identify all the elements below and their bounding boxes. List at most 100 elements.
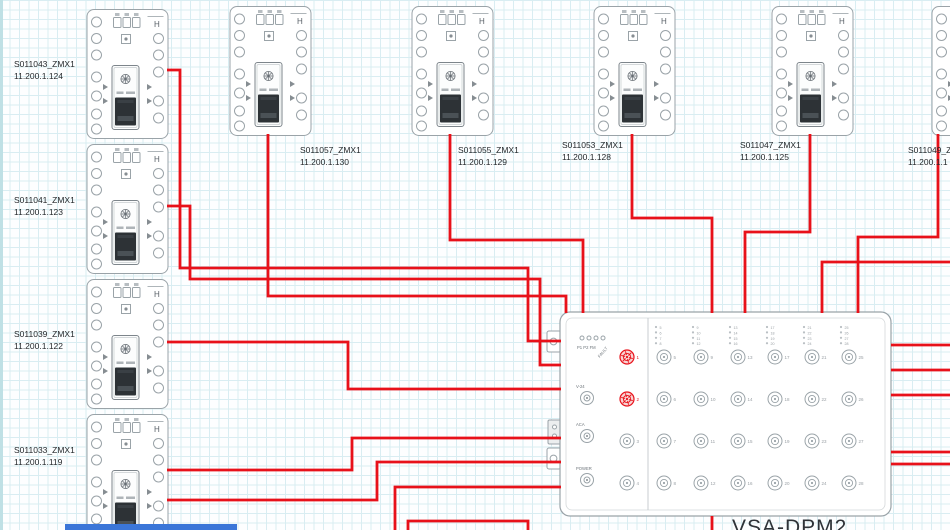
- port-28: 28: [841, 475, 864, 491]
- port-23: 23: [804, 433, 828, 449]
- port-26: 26: [841, 391, 865, 407]
- port-number: 3: [637, 439, 640, 444]
- device-name: S011043_ZMX1: [14, 59, 75, 69]
- device-ip: 11.200.1.1: [908, 157, 948, 167]
- port-11: 11: [693, 433, 716, 449]
- port-10: 10: [693, 391, 716, 407]
- device-ip: 11.200.1.125: [740, 152, 789, 162]
- cable-s011033-a: [167, 436, 561, 472]
- channel-dot: [765, 336, 769, 339]
- channel-number: 8: [660, 342, 662, 346]
- channel-dot: [765, 342, 769, 345]
- port-18: 18: [767, 391, 790, 407]
- cable-s011041: [167, 204, 561, 367]
- device-ip: 11.200.1.129: [458, 157, 507, 167]
- status-led: [593, 335, 599, 341]
- side-connector: [547, 419, 562, 445]
- port-9: 9: [693, 349, 714, 365]
- module-s011043-zmx1[interactable]: [86, 9, 169, 139]
- module-s011047-zmx1[interactable]: [771, 6, 854, 136]
- port-8: 8: [656, 475, 677, 491]
- module-s011041-zmx1[interactable]: [86, 144, 169, 274]
- bottom-blue-bar[interactable]: [65, 524, 237, 530]
- port-number: 26: [859, 397, 865, 402]
- device-ip: 11.200.1.128: [562, 152, 611, 162]
- port-number: 24: [822, 481, 828, 486]
- device-name: S011041_ZMX1: [14, 195, 75, 205]
- channel-number: 5: [660, 326, 662, 330]
- module-s011039-zmx1[interactable]: [86, 279, 169, 409]
- channel-number: 10: [697, 331, 701, 335]
- cable-s011057: [266, 134, 568, 313]
- channel-number: 27: [845, 337, 849, 341]
- channel-dot: [802, 325, 806, 329]
- device-ip: 11.200.1.122: [14, 341, 63, 351]
- channel-number: 16: [734, 342, 738, 346]
- module-s011053-zmx1[interactable]: [593, 6, 676, 136]
- port-number: 20: [785, 481, 791, 486]
- cable-s011053: [630, 134, 714, 313]
- channel-dot: [839, 331, 843, 334]
- channel-number: 18: [771, 331, 775, 335]
- port-v-24: V-24: [576, 384, 594, 405]
- channel-dot: [654, 342, 658, 345]
- port-number: 23: [822, 439, 828, 444]
- port-label: V-24: [576, 384, 585, 389]
- port-number: 6: [674, 397, 677, 402]
- channel-dot: [765, 325, 769, 329]
- cable-s011043: [167, 68, 561, 343]
- channel-dot: [654, 331, 658, 334]
- channel-number: 22: [808, 331, 812, 335]
- port-label: ACA: [576, 422, 585, 427]
- port-12: 12: [693, 475, 717, 491]
- port-number: 16: [748, 481, 754, 486]
- module-s011055-zmx1[interactable]: [411, 6, 494, 136]
- channel-number: 14: [734, 331, 738, 335]
- channel-dot: [654, 336, 658, 339]
- port-21: 21: [804, 349, 828, 365]
- status-led: [579, 335, 585, 341]
- module-s011033-zmx1[interactable]: [86, 414, 169, 530]
- cable-s011055: [448, 134, 585, 313]
- channel-dot: [728, 325, 732, 329]
- port-2: 2: [619, 391, 640, 407]
- channel-number: 7: [660, 337, 662, 341]
- channel-number: 19: [771, 337, 775, 341]
- cable-bottom-left: [393, 485, 561, 530]
- cable-right-top: [820, 260, 950, 313]
- port-14: 14: [730, 391, 753, 407]
- port-17: 17: [767, 349, 790, 365]
- channel-dot: [839, 336, 843, 339]
- port-15: 15: [730, 433, 753, 449]
- port-power: POWER: [576, 466, 594, 487]
- port-19: 19: [767, 433, 791, 449]
- port-20: 20: [767, 475, 791, 491]
- indicator-row-label: P1 P2 FM: [577, 345, 596, 350]
- cable-s011049: [856, 134, 940, 313]
- cable-s011047: [743, 134, 812, 313]
- module-s011057-zmx1[interactable]: [229, 6, 312, 136]
- port-number: 4: [637, 481, 640, 486]
- channel-dot: [802, 331, 806, 334]
- port-number: 12: [711, 481, 717, 486]
- central-device-inner-frame: [565, 317, 886, 511]
- port-number: 1: [637, 355, 640, 360]
- port-22: 22: [804, 391, 827, 407]
- module-s011049-zmx1[interactable]: [931, 6, 950, 136]
- port-number: 13: [748, 355, 754, 360]
- port-number: 21: [822, 355, 828, 360]
- port-27: 27: [841, 433, 864, 449]
- cable-bottom-2: [406, 519, 530, 530]
- port-3: 3: [619, 433, 640, 449]
- port-number: 7: [674, 439, 677, 444]
- channel-dot: [691, 331, 695, 334]
- port-number: 8: [674, 481, 677, 486]
- port-1: 1: [619, 349, 640, 365]
- port-number: 19: [785, 439, 791, 444]
- channel-dot: [802, 342, 806, 345]
- port-16: 16: [730, 475, 754, 491]
